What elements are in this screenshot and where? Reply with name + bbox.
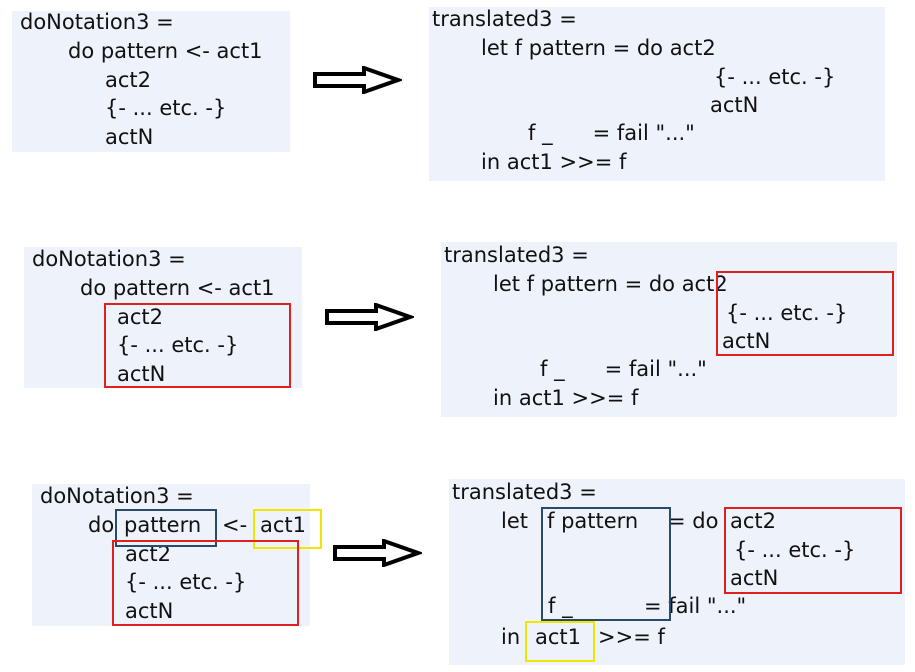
tr-act2-3: act2 bbox=[730, 509, 777, 533]
highlight-box-do-body-3 bbox=[112, 540, 299, 626]
do-line-etc-2: {- ... etc. -} bbox=[117, 333, 239, 357]
do-pattern-3: pattern bbox=[124, 513, 202, 537]
highlight-box-do-body-2 bbox=[104, 303, 291, 388]
tr-line-actn-1: actN bbox=[710, 93, 759, 117]
do-line-pattern-1: do pattern <- act1 bbox=[68, 39, 263, 63]
tr-line-etc-3: {- ... etc. -} bbox=[734, 538, 856, 562]
tr-line-fail-2: f _ = fail "..." bbox=[540, 357, 707, 381]
tr-title-3: translated3 = bbox=[452, 480, 597, 504]
tr-title-1: translated3 = bbox=[432, 7, 577, 31]
highlight-box-act1-3 bbox=[253, 509, 322, 549]
tr-line-etc-1: {- ... etc. -} bbox=[714, 65, 836, 89]
tr-keyword-in-3: in bbox=[501, 625, 521, 649]
do-line-etc-3: {- ... etc. -} bbox=[125, 570, 247, 594]
tr-line-actn-3: actN bbox=[730, 566, 779, 590]
do-title-2: doNotation3 = bbox=[32, 247, 186, 271]
tr-line-actn-2: actN bbox=[722, 329, 771, 353]
code-panel-do-notation-2 bbox=[24, 247, 302, 388]
do-title-1: doNotation3 = bbox=[20, 10, 174, 34]
code-panel-translated-1 bbox=[429, 7, 885, 181]
do-act1-3: act1 bbox=[260, 513, 307, 537]
tr-f-underscore-3: f _ bbox=[548, 594, 573, 618]
code-panel-do-notation-3 bbox=[32, 484, 310, 626]
tr-line-in-2: in act1 >>= f bbox=[493, 386, 639, 410]
do-line-act2-2: act2 bbox=[117, 305, 164, 329]
tr-line-let-2: let f pattern = do act2 bbox=[493, 272, 728, 296]
tr-keyword-let-3: let bbox=[501, 509, 528, 533]
tr-line-in-1: in act1 >>= f bbox=[481, 150, 627, 174]
right-arrow-icon bbox=[325, 303, 414, 331]
right-arrow-icon bbox=[313, 66, 402, 94]
do-title-3: doNotation3 = bbox=[40, 484, 194, 508]
right-arrow-icon bbox=[333, 539, 422, 567]
do-line-actn-2: actN bbox=[117, 362, 166, 386]
code-panel-do-notation-1 bbox=[12, 11, 290, 152]
do-keyword-do-3: do bbox=[88, 513, 115, 537]
tr-eq-fail-3: = fail "..." bbox=[644, 594, 747, 618]
tr-eq-do-3: = do bbox=[668, 509, 719, 533]
highlight-box-f-clauses-3 bbox=[541, 507, 671, 621]
tr-title-2: translated3 = bbox=[444, 243, 589, 267]
do-line-actn-1: actN bbox=[105, 125, 154, 149]
highlight-box-translated-body-2 bbox=[716, 271, 894, 356]
do-line-actn-3: actN bbox=[125, 599, 174, 623]
do-line-etc-1: {- ... etc. -} bbox=[105, 96, 227, 120]
tr-act1-3: act1 bbox=[535, 625, 582, 649]
do-line-pattern-2: do pattern <- act1 bbox=[80, 276, 275, 300]
highlight-box-pattern-3 bbox=[115, 509, 217, 547]
highlight-box-translated-body-3 bbox=[724, 507, 902, 594]
tr-f-pattern-3: f pattern bbox=[547, 509, 639, 533]
do-arrow-3: <- bbox=[222, 513, 248, 537]
do-line-act2-1: act2 bbox=[105, 68, 152, 92]
tr-line-let-1: let f pattern = do act2 bbox=[481, 36, 716, 60]
tr-line-etc-2: {- ... etc. -} bbox=[726, 301, 848, 325]
tr-line-fail-1: f _ = fail "..." bbox=[528, 121, 695, 145]
tr-bind-3: >>= f bbox=[598, 625, 665, 649]
highlight-box-act1-3-translated bbox=[525, 621, 595, 662]
